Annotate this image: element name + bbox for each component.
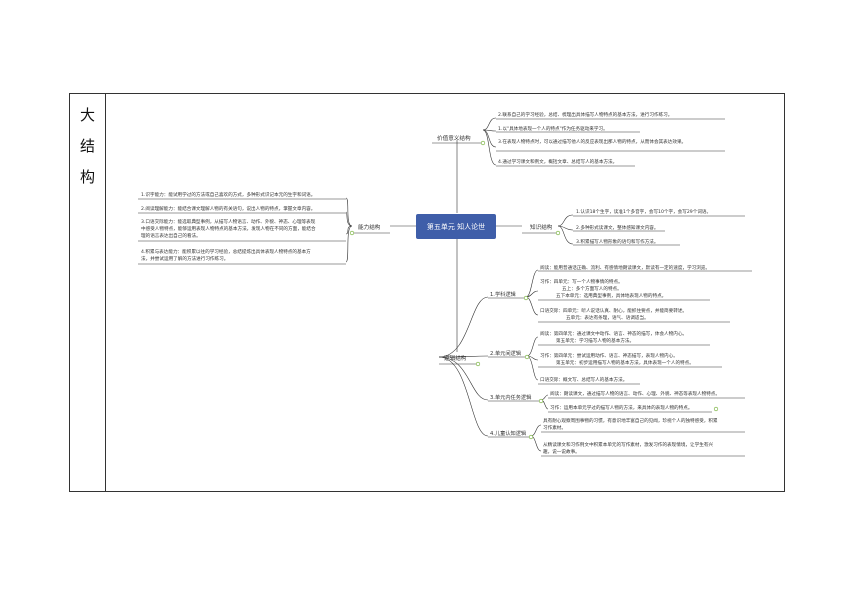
connector <box>557 214 574 227</box>
leaf-text: 从精读课文和习作例文中积累本单元的写作素材，激发习作的表现情境，让学生有兴 <box>543 441 713 448</box>
branch-ability: 能力结构 <box>352 223 390 234</box>
side-label-char: 大 <box>79 106 95 124</box>
leaf-text: 第五单元：学习描写人物的基本方法。 <box>556 337 634 344</box>
connector <box>482 129 497 132</box>
connector <box>525 296 539 316</box>
connector <box>438 356 489 401</box>
leaf-text: 五下本单元：选用典型事例，具体地表现人物的特点。 <box>556 292 666 299</box>
leaf-text: 习作：第四单元：尝试运用动作、语言、神态描写，表现人物内心。 <box>540 352 678 359</box>
expand-dot-icon[interactable] <box>528 434 534 440</box>
expand-dot-icon[interactable] <box>480 140 486 146</box>
connector <box>530 424 542 437</box>
knowledge-items: 1.认识18个生字，读准1个多音字，会写10个字，会写29个词语。 2.多种形式… <box>573 208 745 246</box>
connector <box>557 225 574 231</box>
column-divider <box>105 94 106 491</box>
leaf-text: 口语交际：概文写、总结写人的基本方法。 <box>540 376 627 383</box>
branch-label: 价值意义结构 <box>437 134 471 142</box>
leaf-text: 4.积累与表达能力：能积累以往的学习经验，总结提炼出具体表现人物特点的基本方 <box>141 248 311 255</box>
leaf-text: 理的语言表达出自己的看法。 <box>141 232 201 239</box>
leaf-text: 五上：多个方面写人的特点。 <box>562 285 622 292</box>
leaf-text: 趣，说一说故事。 <box>543 448 580 455</box>
expand-dot-icon[interactable] <box>349 230 355 236</box>
leaf-text: 3.在表现人物特点时，可以通过描写他人的反应表现出那人物的特点，从而体会其表达效… <box>498 138 686 145</box>
leaf-text: 法，并尝试运用了解的方法进行习作练习。 <box>141 255 228 262</box>
expand-dot-icon[interactable] <box>475 361 481 367</box>
leaf-text: 3.口语交际能力：能选取典型事例，从描写人物语言、动作、外貌、神态、心理等表现 <box>141 218 316 225</box>
branch-label: 逻辑结构 <box>444 354 467 362</box>
branch-knowledge: 知识结构 <box>522 223 558 234</box>
branch-logic: 逻辑结构 <box>439 354 478 365</box>
group-label: 3.单元内任务逻辑 <box>490 393 531 401</box>
leaf-text: 4.通过学习课文和例文，概括文章、总结写人的基本方法。 <box>498 158 617 165</box>
center-node <box>416 214 496 239</box>
leaf-text: 习作素材。 <box>543 424 566 431</box>
leaf-text: 1.认识18个生字，读准1个多音字，会写10个字，会写29个词语。 <box>576 208 711 215</box>
connector <box>345 225 353 263</box>
center-label: 第五单元 知人论世 <box>427 222 485 231</box>
leaf-text: 五单元：表达有条理，语气、语调适当。 <box>566 314 649 321</box>
leaf-text: 具有耐心观察周围事物的习惯，有意识地丰富自己的见闻，珍视个人的独特感受，积累 <box>543 417 718 424</box>
leaf-text: 阅读：能用普通话正确、流利、有感情地朗读课文，默读有一定的速度，学习浏览。 <box>540 264 710 271</box>
structure-table: 大 结 构 <box>69 93 785 492</box>
side-label: 大 结 构 <box>70 100 105 193</box>
connector <box>438 356 489 437</box>
connector <box>482 129 497 166</box>
connector <box>438 355 489 358</box>
connector <box>557 225 574 245</box>
leaf-text: 中感受人物特点，能够运用表现人物特点的基本方法，发现人物在不同的方面，能结合 <box>141 225 316 232</box>
group-label: 2.单元间逻辑 <box>490 349 521 357</box>
leaf-text: 阅读：第四单元：通过课文中动作、语言、神态的描写，体会人物内心。 <box>540 330 687 337</box>
leaf-text: 阅读：朗读课文，通过描写人物的语言、动作、心理、外貌、神态等表现人物特点。 <box>550 390 720 397</box>
connector <box>482 129 497 148</box>
leaf-text: 口语交际：四单元：听人说话认真、耐心，能抓住要点，并能简要转述。 <box>540 307 687 314</box>
connector <box>526 336 539 357</box>
value-items: 2.联系自己的学习经验，总结、梳理出具体描写人物特点的基本方法，进行习作练习。 … <box>496 111 725 167</box>
expand-dot-icon[interactable] <box>555 230 561 236</box>
branch-label: 能力结构 <box>358 223 381 231</box>
branch-value: 价值意义结构 <box>432 134 483 144</box>
leaf-text: 3.积累描写人物形象的语句和写作方法。 <box>576 238 658 245</box>
connector <box>345 211 353 227</box>
expand-dot-icon[interactable] <box>538 398 544 404</box>
leaf-text: 1.识字能力：能试用学过的方法或自己喜欢的方式，多种形式识记本元的生字和词语。 <box>141 191 315 198</box>
group-label: 1.学科逻辑 <box>490 290 516 298</box>
leaf-text: 1.以"具体地表现一个人的特点"作为任务驱动来学习。 <box>498 125 608 132</box>
logic-groups: 1.学科逻辑 2.单元间逻辑 3.单元内任务逻辑 4.儿童认知逻辑 阅读：能用普… <box>488 264 752 457</box>
expand-dot-icon[interactable] <box>523 295 529 301</box>
connector <box>345 197 353 227</box>
leaf-text: 第五单元：初步运用描写人物的基本方法，具体表现一个人的特点。 <box>556 359 694 366</box>
leaf-text: 习作：四单元：写一个人物事情的特点。 <box>540 278 623 285</box>
side-label-char: 结 <box>79 137 95 155</box>
expand-dot-icon[interactable] <box>713 406 719 412</box>
leaf-text: 2.联系自己的学习经验，总结、梳理出具体描写人物特点的基本方法，进行习作练习。 <box>498 111 672 118</box>
ability-items: 1.识字能力：能试用学过的方法或自己喜欢的方式，多种形式识记本元的生字和词语。 … <box>138 191 346 265</box>
connector <box>525 269 539 298</box>
connector <box>438 296 489 358</box>
leaf-text: 习作：运用本单元学过的描写人物的方法，来具体的表现人物的特点。 <box>550 404 692 411</box>
expand-dot-icon[interactable] <box>524 354 530 360</box>
leaf-text: 2.阅读理解能力：能结合课文理解人物的有关语句，说出人物的特点，掌握文章内容。 <box>141 205 315 212</box>
group-label: 4.儿童认知逻辑 <box>490 429 526 437</box>
leaf-text: 2.多种形式读课文，整体感知课文内容。 <box>576 224 658 231</box>
branch-label: 知识结构 <box>530 223 553 231</box>
connector <box>482 117 497 131</box>
side-label-char: 构 <box>79 168 95 186</box>
node-dots <box>349 140 719 440</box>
